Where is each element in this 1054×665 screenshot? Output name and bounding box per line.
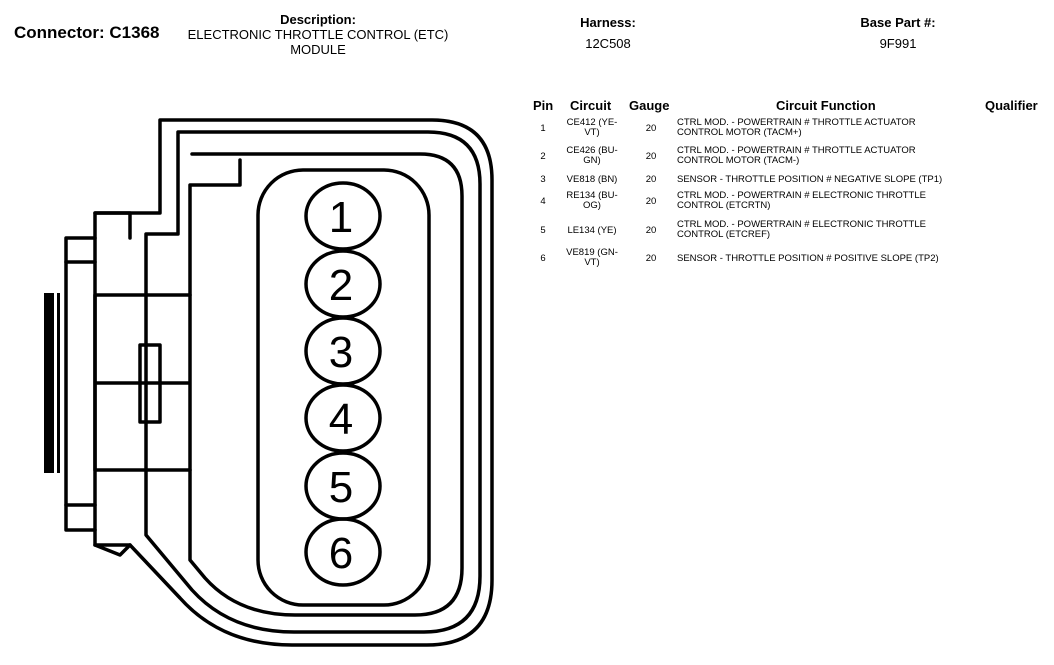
pin-6-label: 6 (329, 529, 353, 578)
latch-tab (138, 343, 162, 424)
header-qualifier: Qualifier (985, 98, 1038, 113)
row-1-function-line-2: CONTROL MOTOR (TACM+) (677, 127, 802, 138)
connector-outer-shell (93, 118, 494, 647)
pin-cavity (256, 168, 431, 607)
header-gauge: Gauge (629, 98, 670, 113)
row-2-circuit-line-2: GN) (583, 155, 601, 166)
row-2-function-line-1: CTRL MOD. - POWERTRAIN # THROTTLE ACTUAT… (677, 145, 916, 156)
base-part-heading: Base Part #: (860, 15, 936, 30)
pin-6-circle (304, 517, 382, 587)
row-6-circuit-line-2: VT) (584, 257, 600, 268)
row-3-function-line-1: SENSOR - THROTTLE POSITION # NEGATIVE SL… (677, 174, 943, 185)
description-line-2: MODULE (290, 42, 346, 57)
row-5-gauge: 20 (645, 225, 657, 236)
connector-inner-shell (144, 130, 482, 634)
harness-value: 12C508 (585, 36, 631, 51)
row-2-function: CTRL MOD. - POWERTRAIN # THROTTLE ACTUAT… (677, 146, 987, 166)
latch-upper (64, 236, 97, 264)
row-5-function-line-1: CTRL MOD. - POWERTRAIN # ELECTRONIC THRO… (677, 219, 926, 230)
row-6-pin: 6 (540, 253, 546, 264)
latch-lower (64, 503, 97, 532)
row-4-circuit-line-2: OG) (583, 200, 601, 211)
row-6-circuit-line-1: VE819 (GN- (566, 247, 618, 258)
harness-block: Harness: 12C508 (548, 12, 668, 54)
latch-bar (44, 293, 54, 473)
row-4-function: CTRL MOD. - POWERTRAIN # ELECTRONIC THRO… (677, 191, 987, 211)
row-2-pin: 2 (540, 151, 546, 162)
row-1-gauge: 20 (645, 123, 657, 134)
row-5-function: CTRL MOD. - POWERTRAIN # ELECTRONIC THRO… (677, 220, 987, 240)
row-4-pin: 4 (540, 196, 546, 207)
row-3-circuit-line-1: VE818 (BN) (566, 174, 618, 185)
header-circuit: Circuit (570, 98, 612, 113)
connector-inner-housing (188, 152, 464, 617)
row-2-gauge: 20 (645, 151, 657, 162)
row-1-function: CTRL MOD. - POWERTRAIN # THROTTLE ACTUAT… (677, 118, 987, 138)
row-4-function-line-2: CONTROL (ETCRTN) (677, 200, 771, 211)
description-line-1: ELECTRONIC THROTTLE CONTROL (ETC) (187, 27, 449, 42)
row-3-function: SENSOR - THROTTLE POSITION # NEGATIVE SL… (677, 175, 987, 185)
row-3-circuit: VE818 (BN) (557, 175, 627, 185)
base-part-block: Base Part #: 9F991 (838, 12, 958, 54)
pin-5-label: 5 (329, 463, 353, 512)
row-1-pin: 1 (540, 123, 546, 134)
pin-1-circle (304, 181, 382, 251)
latch-step-top (93, 211, 132, 240)
row-1-circuit-line-2: VT) (584, 127, 600, 138)
row-3-gauge: 20 (645, 174, 657, 185)
connector-title: Connector: C1368 (14, 23, 160, 42)
pin-1-label: 1 (329, 193, 353, 242)
row-4-gauge: 20 (645, 196, 657, 207)
row-4-circuit-line-1: RE134 (BU- (566, 190, 618, 201)
description-block: Description: ELECTRONIC THROTTLE CONTROL… (176, 12, 460, 57)
harness-heading: Harness: (580, 15, 636, 30)
row-6-function-line-1: SENSOR - THROTTLE POSITION # POSITIVE SL… (677, 253, 939, 264)
latch-step-bottom (93, 543, 132, 557)
row-2-function-line-2: CONTROL MOTOR (TACM-) (677, 155, 800, 166)
row-6-gauge: 20 (645, 253, 657, 264)
pin-4-label: 4 (329, 395, 353, 444)
row-5-pin: 5 (540, 225, 546, 236)
connector-face-diagram: 1 2 3 4 5 6 (44, 118, 494, 647)
header-pin: Pin (533, 98, 554, 113)
row-1-circuit: CE412 (YE- VT) (557, 118, 627, 138)
row-4-circuit: RE134 (BU- OG) (557, 191, 627, 211)
row-1-function-line-1: CTRL MOD. - POWERTRAIN # THROTTLE ACTUAT… (677, 117, 916, 128)
pin-4-circle (304, 383, 382, 453)
row-6-function: SENSOR - THROTTLE POSITION # POSITIVE SL… (677, 254, 987, 264)
row-5-circuit: LE134 (YE) (557, 226, 627, 236)
row-3-pin: 3 (540, 174, 546, 185)
row-5-function-line-2: CONTROL (ETCREF) (677, 229, 771, 240)
header-circuit-function: Circuit Function (776, 98, 876, 113)
row-2-circuit: CE426 (BU- GN) (557, 146, 627, 166)
pin-2-label: 2 (329, 261, 353, 310)
base-part-value: 9F991 (879, 36, 917, 51)
row-2-circuit-line-1: CE426 (BU- (566, 145, 618, 156)
row-1-circuit-line-1: CE412 (YE- (566, 117, 618, 128)
pin-3-label: 3 (329, 328, 353, 377)
row-6-circuit: VE819 (GN- VT) (557, 248, 627, 268)
description-heading: Description: (280, 12, 356, 27)
row-4-function-line-1: CTRL MOD. - POWERTRAIN # ELECTRONIC THRO… (677, 190, 926, 201)
latch-bar-inner (57, 293, 60, 473)
row-5-circuit-line-1: LE134 (YE) (567, 225, 617, 236)
